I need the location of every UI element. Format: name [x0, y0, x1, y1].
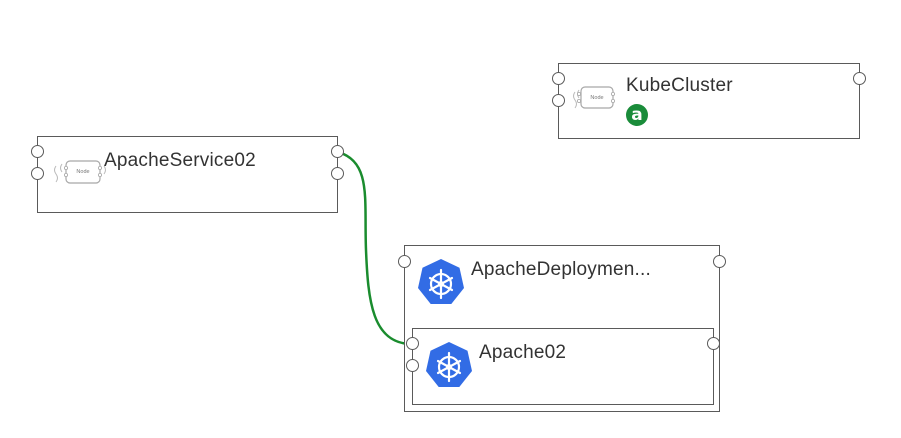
kubernetes-icon [418, 259, 464, 304]
kubernetes-icon [426, 342, 472, 387]
port-out-top[interactable] [707, 337, 720, 350]
port-in-top[interactable] [31, 145, 44, 158]
apache-service-node[interactable]: Node ApacheService02 [31, 136, 344, 213]
port-in-bottom[interactable] [406, 359, 419, 372]
kube-cluster-title: KubeCluster [626, 75, 733, 96]
port-in-top[interactable] [552, 72, 565, 85]
port-in-top[interactable] [398, 255, 411, 268]
port-in-top[interactable] [406, 337, 419, 350]
node-glyph-label: Node [590, 95, 603, 101]
apache-deployment-title: ApacheDeploymen... [471, 259, 651, 280]
node-template-icon: Node [54, 160, 106, 184]
port-out-top[interactable] [331, 145, 344, 158]
node-glyph-label: Node [76, 169, 89, 175]
port-out-bottom[interactable] [331, 167, 344, 180]
a-badge-icon: a [626, 104, 648, 126]
apache-pod-node[interactable]: Apache02 [406, 328, 720, 405]
kube-cluster-node[interactable]: Node KubeCluster a [552, 63, 866, 139]
port-in-bottom[interactable] [552, 94, 565, 107]
apache-pod-title: Apache02 [479, 342, 567, 363]
port-out-top[interactable] [713, 255, 726, 268]
port-out-top[interactable] [853, 72, 866, 85]
node-template-icon: Node [573, 86, 616, 109]
apache-service-title: ApacheService02 [104, 150, 256, 171]
service-to-pod-link[interactable] [337, 150, 413, 346]
port-in-bottom[interactable] [31, 167, 44, 180]
apache-deployment-node[interactable]: ApacheDeploymen... Apache02 [398, 245, 726, 412]
